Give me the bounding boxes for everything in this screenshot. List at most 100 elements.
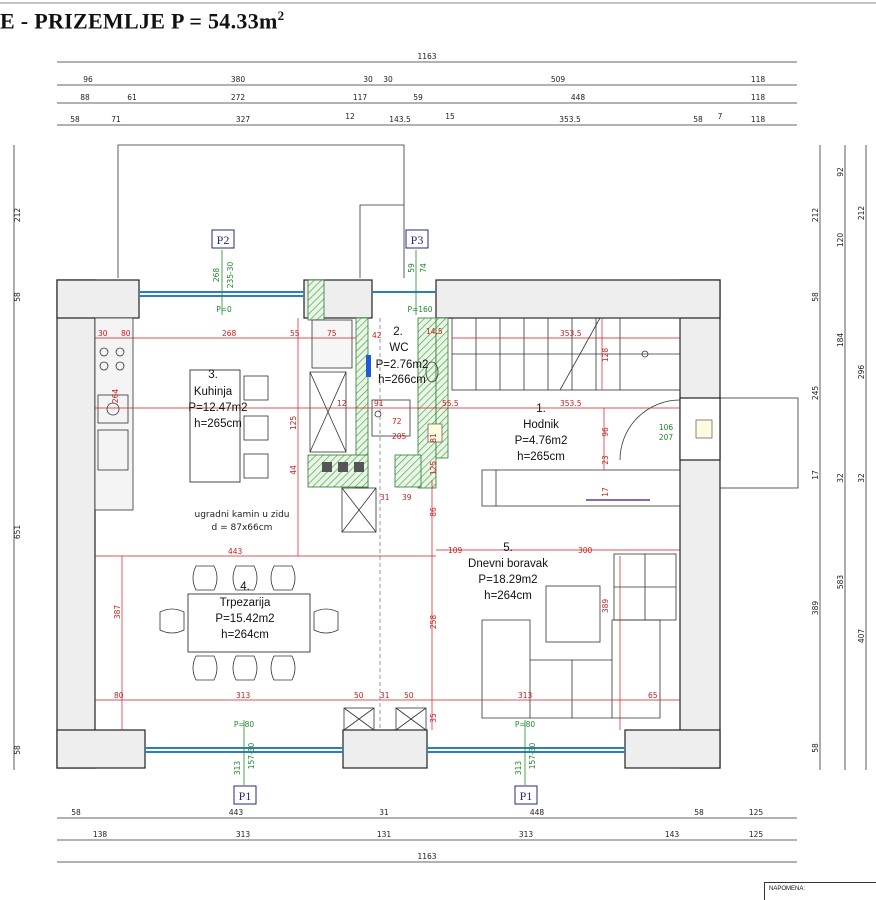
dining-chair <box>192 565 218 591</box>
dim-text: 143.5 <box>389 115 411 124</box>
dim-text: 448 <box>571 93 586 102</box>
dining-chair <box>313 608 339 634</box>
interior-walls <box>307 279 449 489</box>
dim-text: 59 <box>413 93 423 102</box>
top-dimensions: 1163 96 380 30 30 509 118 88 61 272 117 … <box>57 52 797 126</box>
dim-text: 91 <box>374 399 384 408</box>
room-area: P=18.29m2 <box>478 574 537 586</box>
dim-text: 17 <box>811 470 820 480</box>
dim-text: 31 <box>379 808 389 817</box>
tag-p2: P2 <box>217 233 230 247</box>
dim-text: 109 <box>448 546 463 555</box>
dim-text: 118 <box>751 115 766 124</box>
plan-title-text: E - PRIZEMLJE P = 54.33m <box>0 8 278 34</box>
room-height: h=265cm <box>194 418 242 430</box>
dim-text: 72 <box>392 417 402 426</box>
dim-text: 12 <box>337 399 347 408</box>
dim-text: 35 <box>429 713 438 723</box>
dining-chair <box>270 655 296 681</box>
dim-text: 39 <box>402 493 412 502</box>
dim-text: 12 <box>345 112 355 121</box>
dim-text: 651 <box>13 525 22 540</box>
entry-porch <box>719 397 799 489</box>
wall-left <box>56 279 96 769</box>
dim-text: 264 <box>111 389 120 404</box>
dim-text: 42 <box>372 331 382 340</box>
window-sill: P=160 <box>407 305 432 314</box>
kitchen-island <box>189 369 241 483</box>
entry-door <box>619 399 713 461</box>
window-width: 59 <box>407 263 416 273</box>
dim-text: 387 <box>113 605 122 620</box>
dim-text: 380 <box>231 75 246 84</box>
window-width: 313 <box>233 761 242 776</box>
dim-text: 143 <box>665 830 680 839</box>
tag-p3: P3 <box>411 233 424 247</box>
room-area: P=2.76m2 <box>376 359 429 371</box>
dim-text: 50 <box>404 691 414 700</box>
room-number: 1. <box>536 403 546 415</box>
dim-text: 58 <box>694 808 704 817</box>
fireplace-size: d = 87x66cm <box>212 523 273 533</box>
room-name-hallway: Hodnik <box>523 419 559 431</box>
bar-stool <box>243 415 269 441</box>
dim-text: 327 <box>236 115 251 124</box>
dim-text: 50 <box>354 691 364 700</box>
dim-text: 296 <box>857 365 866 380</box>
room-area: P=12.47m2 <box>188 402 247 414</box>
dim-text: 58 <box>70 115 80 124</box>
dim-text: 443 <box>228 547 243 556</box>
shower-tray <box>371 399 411 437</box>
window-width: 268 <box>212 268 221 283</box>
shafts <box>309 319 427 731</box>
dim-text: 313 <box>519 830 534 839</box>
window-tags: P2 268 235-30 P=0 P3 59 74 P=160 P1 P=80… <box>211 229 673 805</box>
plan-title: E - PRIZEMLJE P = 54.33m2 <box>0 8 284 34</box>
left-dimensions: 212 58 651 58 <box>13 145 22 770</box>
dim-text: 30 <box>98 329 108 338</box>
dim-text: 7 <box>718 112 723 121</box>
dim-text: 75 <box>327 329 337 338</box>
room-number: 2. <box>393 326 403 338</box>
dim-text: 443 <box>229 808 244 817</box>
dim-text: 125 <box>749 830 764 839</box>
dim-text: 92 <box>836 167 845 177</box>
dim-text: 125 <box>749 808 764 817</box>
dining-chair <box>232 655 258 681</box>
dim-text: 117 <box>353 93 368 102</box>
dim-text: 407 <box>857 629 866 644</box>
coffee-table <box>545 585 601 643</box>
dim-text: 55.5 <box>442 399 459 408</box>
wall-right <box>679 279 721 769</box>
dim-text: 80 <box>121 329 131 338</box>
dim-text: 30 <box>383 75 393 84</box>
wall-top-left <box>56 279 140 319</box>
bar-stool <box>243 453 269 479</box>
dim-text: 125 <box>289 416 298 431</box>
dim-text: 272 <box>231 93 246 102</box>
dim-text: 58 <box>13 292 22 302</box>
dim-text: 96 <box>83 75 93 84</box>
dim-text: 14.5 <box>426 327 443 336</box>
dim-text: 353.5 <box>560 329 582 338</box>
dim-text: 58 <box>811 743 820 753</box>
dim-text: 125 <box>429 461 438 476</box>
kitchen-furniture <box>94 317 269 511</box>
room-area: P=15.42m2 <box>215 613 274 625</box>
dim-text: 30 <box>363 75 373 84</box>
room-name-dining: Trpezarija <box>220 597 271 609</box>
window-sill: P=0 <box>216 305 232 314</box>
dim-text: 212 <box>13 208 22 223</box>
bar-stool <box>243 375 269 401</box>
wall-top-right <box>435 279 721 319</box>
dim-text: 31 <box>380 493 390 502</box>
dim-text: 353.5 <box>559 115 581 124</box>
tag-p1-right: P1 <box>520 789 533 803</box>
dim-text: 389 <box>811 601 820 616</box>
tag-p1-left: P1 <box>239 789 252 803</box>
dim-text: 44 <box>289 465 298 475</box>
room-height: h=266cm <box>378 374 426 386</box>
dim-text: 389 <box>601 599 610 614</box>
dim-text: 71 <box>111 115 121 124</box>
